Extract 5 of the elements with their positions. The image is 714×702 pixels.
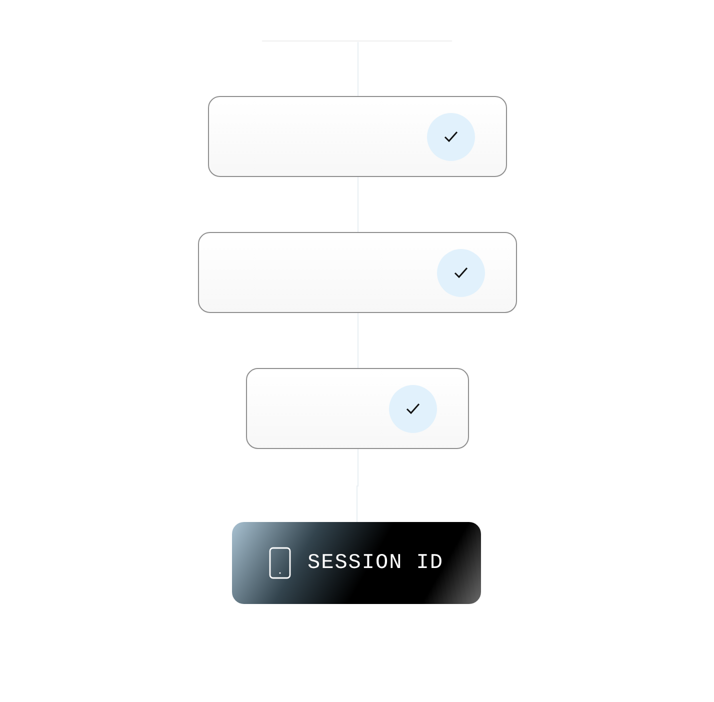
session-id-card <box>232 522 481 604</box>
step-card <box>198 232 517 313</box>
step-card <box>208 96 507 177</box>
step-card <box>246 368 469 449</box>
card-title: SESSION ID <box>307 552 444 574</box>
